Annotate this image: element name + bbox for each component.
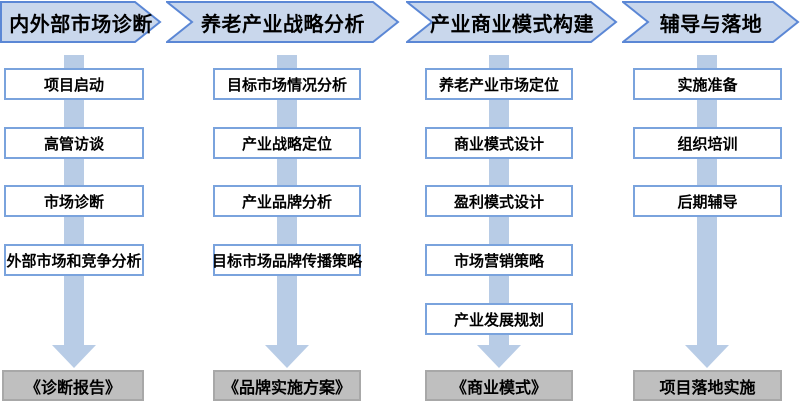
down-arrow-icon [685, 345, 729, 368]
output-label: 《诊断报告》 [24, 379, 121, 397]
phase-title: 养老产业战略分析 [201, 13, 365, 36]
step-label: 市场营销策略 [453, 252, 544, 270]
step-box: 高管访谈 [4, 127, 144, 159]
down-arrow-icon [265, 345, 309, 368]
step-label: 产业发展规划 [453, 311, 544, 329]
chevron-shape-icon [406, 1, 618, 43]
step-box: 产业品牌分析 [213, 185, 361, 217]
step-label: 养老产业市场定位 [438, 76, 559, 94]
step-label: 目标市场情况分析 [226, 76, 347, 94]
output-label: 《品牌实施方案》 [222, 379, 351, 397]
output-box: 《品牌实施方案》 [213, 370, 361, 401]
phase-title: 内外部市场诊断 [9, 13, 153, 36]
step-label: 外部市场和竞争分析 [6, 252, 142, 270]
step-label: 产业品牌分析 [241, 193, 332, 211]
step-label: 盈利模式设计 [453, 193, 544, 211]
step-label: 目标市场品牌传播策略 [212, 252, 363, 270]
step-box: 外部市场和竞争分析 [4, 244, 144, 276]
step-label: 后期辅导 [677, 193, 738, 211]
phase-title: 辅导与落地 [659, 13, 763, 36]
step-box: 养老产业市场定位 [425, 68, 573, 100]
output-label: 项目落地实施 [659, 379, 756, 397]
step-label: 商业模式设计 [453, 135, 544, 153]
phase-header-chevron: 内外部市场诊断 [0, 1, 162, 43]
step-label: 组织培训 [677, 135, 738, 153]
chevron-shape-icon [0, 1, 162, 43]
phase-header-chevron: 养老产业战略分析 [166, 1, 400, 43]
step-box: 产业发展规划 [425, 303, 573, 335]
chevron-shape-icon [166, 1, 400, 43]
chevron-shape-icon [622, 1, 800, 43]
down-arrow-icon [477, 345, 521, 368]
step-box: 组织培训 [633, 127, 782, 159]
step-box: 市场营销策略 [425, 244, 573, 276]
phase-title: 产业商业模式构建 [430, 13, 594, 36]
phase-header-chevron: 产业商业模式构建 [406, 1, 618, 43]
step-label: 实施准备 [677, 76, 738, 94]
phase-header-chevron: 辅导与落地 [622, 1, 800, 43]
down-arrow-icon [52, 345, 96, 368]
output-box: 《诊断报告》 [2, 370, 144, 401]
step-label: 市场诊断 [43, 193, 104, 211]
step-box: 商业模式设计 [425, 127, 573, 159]
step-box: 项目启动 [4, 68, 144, 100]
step-box: 市场诊断 [4, 185, 144, 217]
step-box: 目标市场品牌传播策略 [212, 244, 363, 276]
step-box: 产业战略定位 [213, 127, 361, 159]
step-box: 后期辅导 [633, 185, 782, 217]
output-box: 《商业模式》 [425, 370, 573, 401]
output-label: 《商业模式》 [450, 379, 547, 397]
step-label: 高管访谈 [43, 135, 104, 153]
output-box: 项目落地实施 [633, 370, 782, 401]
step-box: 盈利模式设计 [425, 185, 573, 217]
step-box: 目标市场情况分析 [213, 68, 361, 100]
step-label: 项目启动 [43, 76, 104, 94]
step-box: 实施准备 [633, 68, 782, 100]
step-label: 产业战略定位 [241, 135, 332, 153]
